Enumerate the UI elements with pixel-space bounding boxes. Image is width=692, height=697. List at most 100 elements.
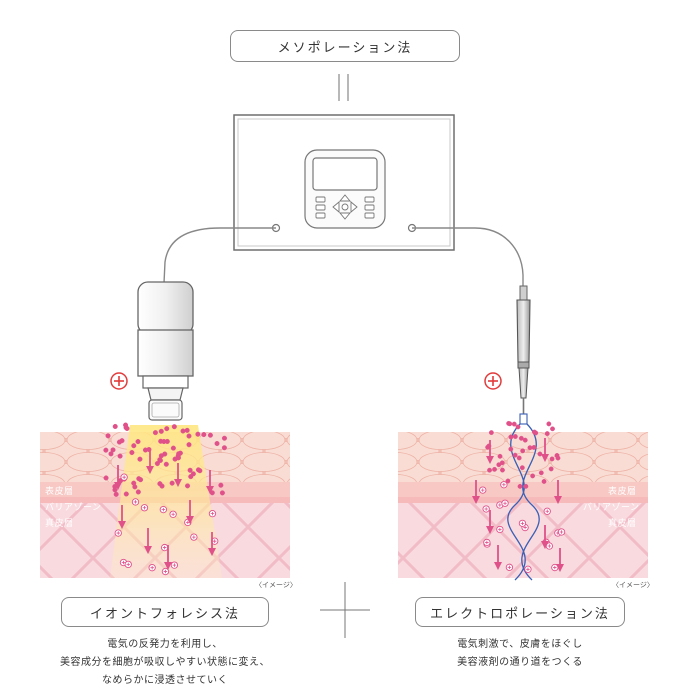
particle [186, 433, 192, 439]
particles-layer [103, 421, 566, 576]
layer-label-right-epidermis: 表皮層 [608, 487, 637, 497]
particle [214, 441, 220, 447]
particle-plus [502, 482, 506, 487]
particle [187, 467, 193, 473]
particle [159, 483, 165, 489]
particle [164, 426, 170, 432]
particle-plus [133, 500, 138, 504]
particle [158, 428, 164, 434]
skin-section-left [40, 425, 290, 578]
polarity-right-marker [484, 372, 502, 390]
layer-label-left-barrier: バリアゾーン [45, 503, 102, 513]
particle [103, 447, 109, 453]
particle [517, 483, 523, 489]
particle-plus [172, 563, 177, 567]
particle [512, 452, 518, 458]
control-panel [304, 149, 386, 229]
particle-plus [121, 560, 126, 565]
image-note-left: 〈イメージ〉 [255, 581, 297, 589]
particle [131, 443, 137, 449]
particle-plus [485, 540, 489, 545]
layer-label-left-epidermis: 表皮層 [45, 487, 74, 497]
particle-plus [126, 562, 130, 567]
particle [522, 437, 528, 443]
method-box-left: イオントフォレシス法 [61, 597, 269, 627]
particle [516, 455, 522, 461]
particle-plus [162, 545, 167, 550]
title-box: メソポレーション法 [230, 30, 460, 62]
particle-plus [523, 525, 527, 530]
particle [518, 435, 524, 441]
particle [123, 491, 129, 497]
layer-label-right-dermis: 真皮層 [608, 519, 637, 529]
particle [538, 470, 544, 476]
particle [488, 430, 494, 436]
particle [119, 438, 125, 444]
particle [152, 430, 158, 436]
particle [515, 424, 521, 430]
connector-lines [338, 74, 349, 101]
particle-plus [559, 530, 564, 534]
particle [548, 466, 554, 472]
particle [110, 447, 116, 453]
particle-plus [480, 488, 485, 492]
particle [131, 480, 137, 486]
electrode-wave [507, 423, 540, 581]
particle [137, 456, 143, 462]
particle-plus [142, 505, 147, 510]
particle [492, 466, 497, 472]
particle-plus [192, 535, 196, 539]
particle [512, 434, 518, 439]
particle [505, 478, 511, 484]
particle-plus [122, 475, 126, 479]
particle-plus [503, 501, 507, 505]
particle [135, 439, 141, 445]
particle-plus [545, 509, 549, 514]
particle [136, 476, 142, 482]
description-left-line-3: なめらかに浸透させていく [102, 675, 228, 686]
particle [195, 467, 201, 473]
particle [511, 421, 517, 427]
particle [201, 432, 207, 438]
description-right-line-2: 美容液剤の通り道をつくる [457, 657, 583, 668]
particle [162, 451, 168, 457]
particle [113, 491, 119, 497]
particle-plus [163, 569, 168, 574]
layer-label-left-dermis: 真皮層 [45, 519, 74, 529]
particle-plus [484, 507, 488, 511]
particle [523, 483, 529, 489]
layer-label-right-barrier: バリアゾーン [583, 503, 640, 513]
particle [544, 431, 550, 436]
particle [185, 483, 191, 489]
description-left-line-1: 電気の反発力を利用し、 [107, 639, 223, 650]
particle [537, 451, 543, 457]
particle [103, 475, 109, 481]
particle [507, 421, 513, 427]
particle [142, 447, 148, 453]
particle [171, 424, 177, 430]
particle [499, 460, 505, 466]
particle [508, 446, 514, 452]
description-right: 電気刺激で、皮膚をほぐし 美容液剤の通り道をつくる [390, 636, 650, 672]
particle [195, 431, 201, 437]
plus-sign-svg [320, 582, 370, 638]
particle [497, 453, 503, 459]
particle-plus [116, 531, 121, 535]
particle-plus [210, 511, 215, 516]
particle [163, 461, 169, 467]
electroporation-pen [516, 285, 531, 425]
particle [520, 448, 526, 454]
cables [163, 227, 524, 288]
particle [218, 482, 224, 488]
particle [180, 428, 186, 434]
particle [530, 473, 536, 479]
particle [108, 451, 114, 457]
particle-plus [498, 503, 502, 507]
particle [170, 445, 176, 451]
particle [175, 455, 181, 461]
particle [554, 453, 560, 458]
particle [541, 479, 547, 484]
particle-plus [498, 527, 502, 532]
arrows-layer [113, 438, 565, 573]
particle [161, 439, 167, 445]
